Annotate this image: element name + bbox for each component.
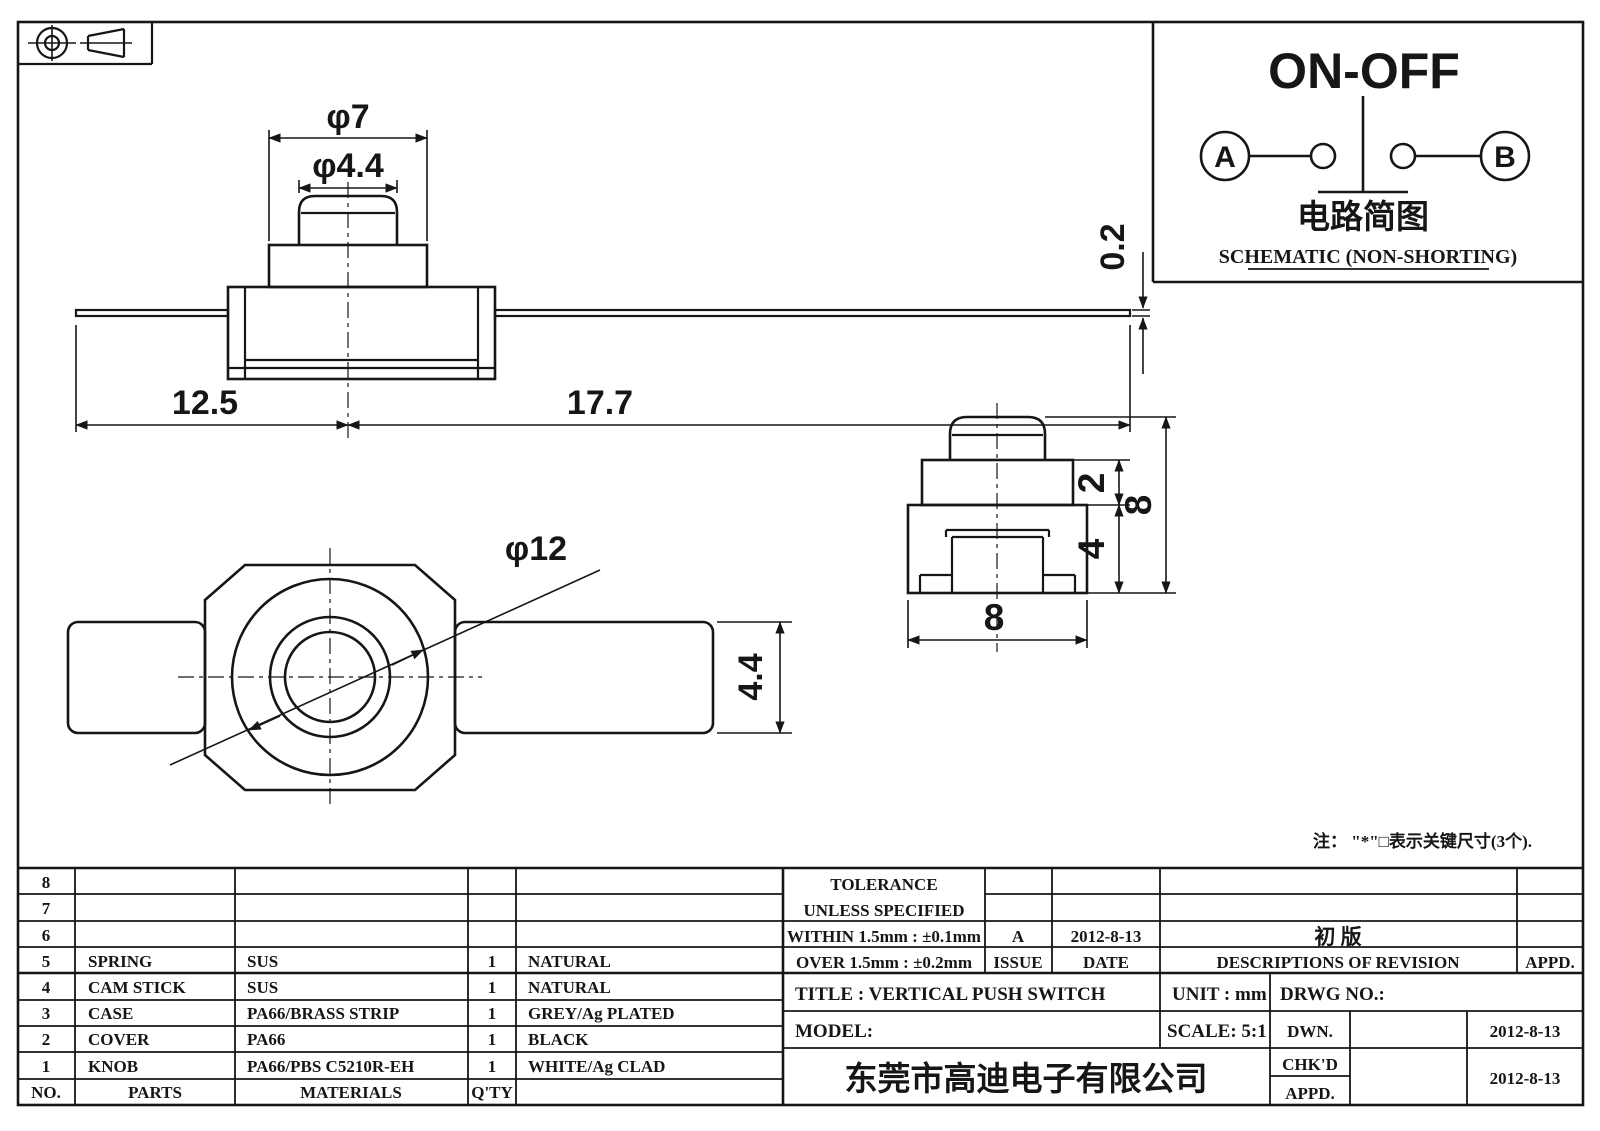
table-grid	[18, 866, 1583, 1105]
parts-table: 8 7 6 5 SPRING SUS 1 NATURAL 4 CAM STICK…	[31, 873, 674, 1102]
terminal-b-label: B	[1494, 141, 1516, 174]
tolerance-line2: UNLESS SPECIFIED	[803, 901, 964, 920]
terminal-a-label: A	[1214, 141, 1236, 174]
tolerance-line1: TOLERANCE	[830, 875, 937, 894]
schematic-panel: ON-OFF A B 电路简图 SCHEMATIC (NON-SHORTING)	[1151, 22, 1583, 284]
dim-177-label: 17.7	[567, 384, 633, 422]
key-dimension-note: 注： "*"□表示关键尺寸(3个).	[1313, 831, 1532, 851]
schematic-box	[1151, 22, 1583, 284]
top-view: φ12 4.4	[66, 530, 792, 806]
row-no: 6	[42, 926, 51, 945]
part-qty: 1	[488, 952, 497, 971]
part-qty: 1	[488, 1057, 497, 1076]
part-material: SUS	[247, 978, 278, 997]
dim-125-label: 12.5	[172, 384, 238, 422]
part-material: PA66/PBS C5210R-EH	[247, 1057, 414, 1076]
part-material: SUS	[247, 952, 278, 971]
header-no: NO.	[31, 1083, 61, 1102]
revision-label: DESCRIPTIONS OF REVISION	[1216, 953, 1460, 972]
left-terminal	[74, 308, 230, 318]
dim-8v-label: 8	[1118, 495, 1159, 516]
row-no: 3	[42, 1004, 51, 1023]
model-label: MODEL:	[795, 1021, 873, 1042]
chkd-appd-date: 2012-8-13	[1490, 1069, 1561, 1088]
front-view: φ7 φ4.4 0.2 12.5 17.7	[74, 98, 1150, 438]
schematic-caption-en: SCHEMATIC (NON-SHORTING)	[1219, 246, 1517, 268]
revision-value: 初 版	[1314, 925, 1361, 949]
circuit-diagram-icon: A B	[1199, 96, 1531, 194]
dim-phi12-label: φ12	[505, 530, 567, 568]
part-name: CASE	[88, 1004, 133, 1023]
drwg-no-label: DRWG NO.:	[1280, 984, 1385, 1005]
row-no: 7	[42, 899, 51, 918]
schematic-caption-cn: 电路简图	[1297, 198, 1429, 235]
schematic-title: ON-OFF	[1268, 43, 1460, 99]
date-label: DATE	[1083, 953, 1129, 972]
part-finish: WHITE/Ag CLAD	[528, 1057, 665, 1076]
sheet-border	[16, 20, 1585, 1107]
part-material: PA66	[247, 1030, 285, 1049]
dim-phi44-label: φ4.4	[312, 147, 384, 185]
title-block: TOLERANCE UNLESS SPECIFIED WITHIN 1.5mm …	[787, 875, 1575, 1103]
part-finish: BLACK	[528, 1030, 589, 1049]
dwn-date: 2012-8-13	[1490, 1022, 1561, 1041]
row-no: 5	[42, 952, 51, 971]
chkd-label: CHK'D	[1282, 1055, 1338, 1074]
dim-44-label: 4.4	[732, 653, 770, 700]
appd-row-label: APPD.	[1285, 1084, 1335, 1103]
scale-label: SCALE: 5:1	[1167, 1021, 1267, 1042]
part-finish: NATURAL	[528, 952, 611, 971]
tolerance-within: WITHIN 1.5mm : ±0.1mm	[787, 927, 981, 946]
row-no: 2	[42, 1030, 51, 1049]
projection-symbol-icon	[18, 22, 154, 66]
part-qty: 1	[488, 978, 497, 997]
unit-label: UNIT : mm	[1172, 984, 1267, 1005]
dim-8h-label: 8	[984, 597, 1005, 638]
header-qty: Q'TY	[471, 1083, 513, 1102]
part-name: KNOB	[88, 1057, 138, 1076]
part-name: CAM STICK	[88, 978, 187, 997]
part-name: SPRING	[88, 952, 152, 971]
company-name: 东莞市高迪电子有限公司	[845, 1060, 1208, 1098]
part-qty: 1	[488, 1030, 497, 1049]
side-view: 2 4 8 8	[906, 403, 1176, 652]
appd-col-label: APPD.	[1525, 953, 1575, 972]
part-material: PA66/BRASS STRIP	[247, 1004, 399, 1023]
part-qty: 1	[488, 1004, 497, 1023]
revision-date-value: 2012-8-13	[1071, 927, 1142, 946]
dwn-label: DWN.	[1287, 1022, 1333, 1041]
part-finish: NATURAL	[528, 978, 611, 997]
part-name: COVER	[88, 1030, 150, 1049]
header-parts: PARTS	[128, 1083, 182, 1102]
part-finish: GREY/Ag PLATED	[528, 1004, 675, 1023]
header-materials: MATERIALS	[300, 1083, 402, 1102]
drawing-title: TITLE : VERTICAL PUSH SWITCH	[795, 984, 1106, 1005]
dim-2-label: 2	[1071, 473, 1112, 494]
top-right-terminal	[453, 620, 715, 735]
tolerance-over: OVER 1.5mm : ±0.2mm	[796, 953, 972, 972]
dim-02-label: 0.2	[1094, 223, 1132, 270]
row-no: 1	[42, 1057, 51, 1076]
dim-phi7-label: φ7	[326, 98, 369, 136]
issue-value: A	[1012, 927, 1025, 946]
issue-label: ISSUE	[993, 953, 1042, 972]
row-no: 8	[42, 873, 51, 892]
row-no: 4	[42, 978, 51, 997]
right-terminal	[493, 308, 1132, 318]
top-left-terminal	[66, 620, 207, 735]
dim-4-label: 4	[1071, 538, 1112, 559]
